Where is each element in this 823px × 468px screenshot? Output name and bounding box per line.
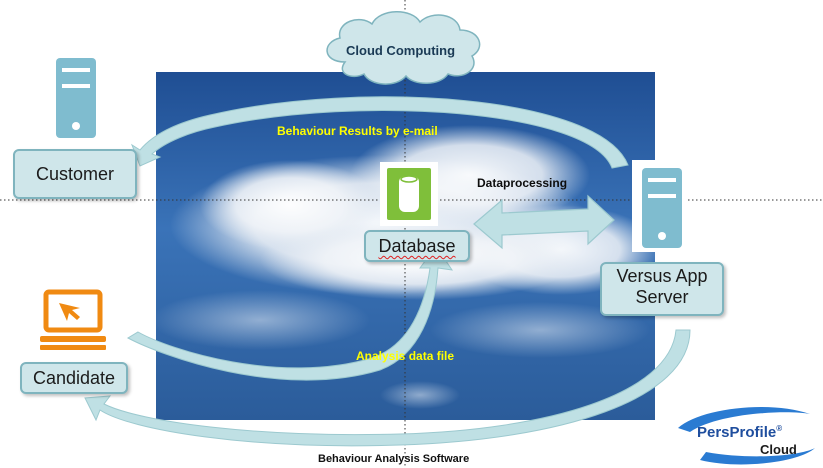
customer-label: Customer xyxy=(35,164,115,184)
database-node: Database xyxy=(364,230,470,262)
logo-reg: ® xyxy=(776,424,783,433)
arrow-results-email xyxy=(131,96,629,169)
persprofile-logo: PersProfile® xyxy=(697,424,782,441)
server-node: Versus App Server xyxy=(600,262,724,316)
behaviour-results-label: Behaviour Results by e-mail xyxy=(277,124,438,138)
cloud-shape xyxy=(326,11,481,85)
server-icon xyxy=(56,58,96,138)
analysis-file-label: Analysis data file xyxy=(356,349,455,363)
candidate-node: Candidate xyxy=(20,362,128,394)
cloud-computing-label: Cloud Computing xyxy=(346,43,456,58)
dataprocessing-label: Dataprocessing xyxy=(477,176,568,190)
server-label-line1: Versus App xyxy=(616,266,708,286)
customer-node: Customer xyxy=(13,149,137,199)
logo-sub: Cloud xyxy=(760,442,797,457)
database-icon xyxy=(380,162,438,226)
server-icon xyxy=(642,168,682,248)
arrow-dataprocessing xyxy=(473,194,615,250)
arrow-analysis-software xyxy=(84,329,691,447)
laptop-icon xyxy=(40,289,106,350)
candidate-label: Candidate xyxy=(32,368,116,388)
logo-main: PersProfile xyxy=(697,424,777,441)
server-label-line2: Server xyxy=(635,286,689,307)
database-label: Database xyxy=(378,236,456,256)
persprofile-logo-mark xyxy=(678,406,815,465)
behaviour-software-label: Behaviour Analysis Software xyxy=(318,453,470,465)
